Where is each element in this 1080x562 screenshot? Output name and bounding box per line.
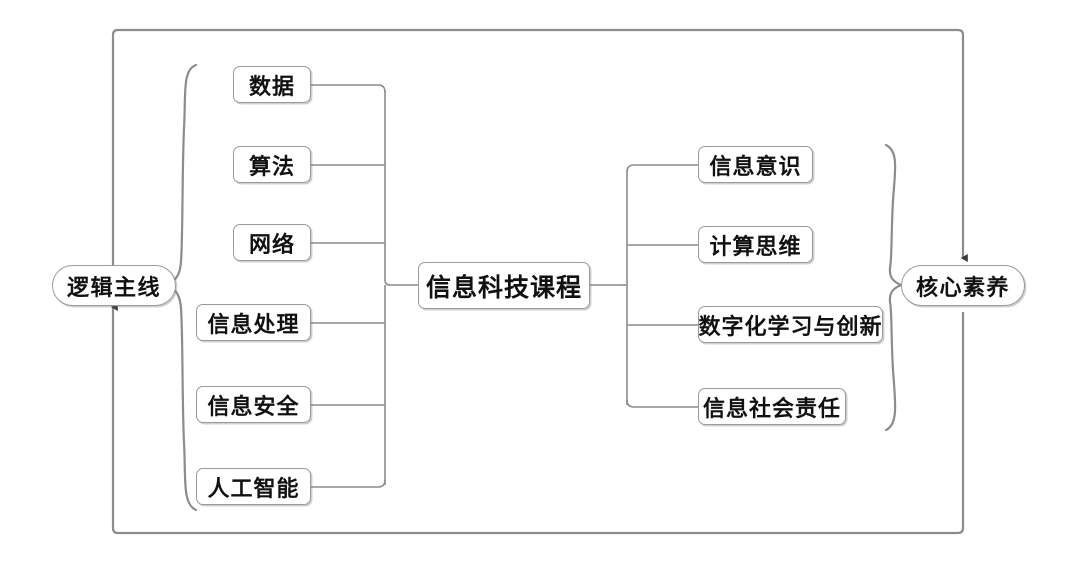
node-logic-mainline[interactable]: 逻辑主线 <box>52 265 176 306</box>
left-branch-connectors <box>311 84 418 488</box>
node-algorithm[interactable]: 算法 <box>233 146 311 183</box>
right-branch-connectors <box>590 164 698 408</box>
node-artificial-intelligence[interactable]: 人工智能 <box>196 468 311 505</box>
node-network[interactable]: 网络 <box>233 224 311 261</box>
node-information-technology-course[interactable]: 信息科技课程 <box>418 262 590 309</box>
node-data[interactable]: 数据 <box>233 66 311 103</box>
node-information-security[interactable]: 信息安全 <box>196 386 311 423</box>
node-computational-thinking[interactable]: 计算思维 <box>698 226 813 263</box>
node-information-processing[interactable]: 信息处理 <box>196 304 311 341</box>
node-information-awareness[interactable]: 信息意识 <box>698 146 813 183</box>
right-brace-icon <box>884 143 904 432</box>
outer-frame-path <box>110 28 968 535</box>
node-core-literacy[interactable]: 核心素养 <box>901 265 1025 306</box>
node-digital-learning-and-innovation[interactable]: 数字化学习与创新 <box>698 306 883 343</box>
node-information-social-responsibility[interactable]: 信息社会责任 <box>698 388 846 425</box>
